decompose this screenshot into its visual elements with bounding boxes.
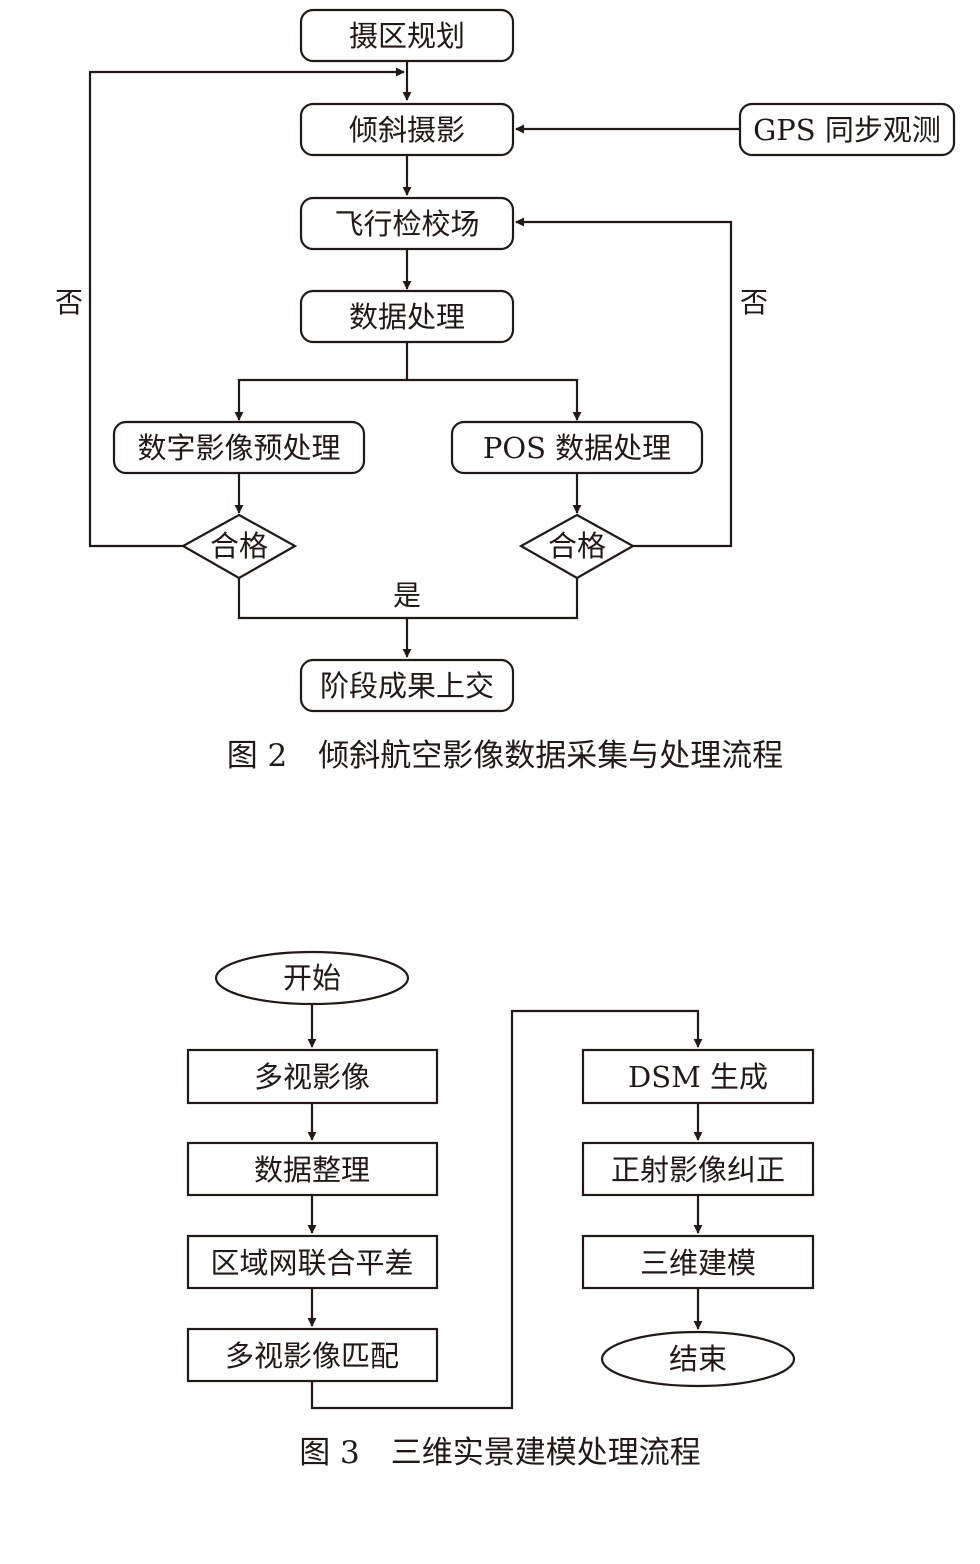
node-digital-preproc: 数字影像预处理 — [112, 420, 366, 475]
node-ortho-label: 正射影像纠正 — [611, 1153, 785, 1187]
label-no-right: 否 — [740, 286, 768, 319]
node-oblique-photo-label: 倾斜摄影 — [349, 113, 465, 147]
label-no-left: 否 — [55, 286, 83, 319]
node-start: 开始 — [214, 950, 410, 1006]
node-submit: 阶段成果上交 — [299, 658, 515, 713]
node-block-adjust: 区域网联合平差 — [186, 1234, 439, 1290]
decision-qualified-left: 合格 — [180, 513, 298, 580]
node-oblique-photo: 倾斜摄影 — [299, 102, 515, 157]
fig2-connectors — [88, 62, 740, 658]
node-gps-obs: GPS 同步观测 — [738, 102, 956, 157]
arrow-split-right — [407, 378, 582, 421]
arrow-split-left — [234, 378, 407, 421]
node-dsm: DSM 生成 — [581, 1048, 815, 1105]
node-pos-proc-label: POS 数据处理 — [483, 431, 671, 465]
figure-3: 开始 多视影像 数据整理 区域网联合平差 多视影像匹配 DSM 生成 正射影像纠… — [186, 950, 815, 1471]
node-submit-label: 阶段成果上交 — [320, 669, 494, 703]
decision-qualified-right-label: 合格 — [548, 529, 606, 563]
figure-3-caption: 图 3 三维实景建模处理流程 — [299, 1435, 701, 1471]
node-data-sort: 数据整理 — [186, 1141, 439, 1197]
node-pos-proc: POS 数据处理 — [450, 420, 704, 475]
arrow-no-left-loop — [88, 67, 405, 548]
arrow-no-right-loop — [515, 217, 733, 548]
node-model3d: 三维建模 — [581, 1234, 815, 1290]
figure-2: 摄区规划 倾斜摄影 GPS 同步观测 飞行检校场 数据处理 数字影像预处理 PO… — [55, 8, 956, 774]
node-multi-match: 多视影像匹配 — [186, 1327, 439, 1383]
node-flight-calib: 飞行检校场 — [299, 196, 515, 251]
node-ortho: 正射影像纠正 — [581, 1141, 815, 1197]
node-block-adjust-label: 区域网联合平差 — [210, 1246, 413, 1280]
node-end: 结束 — [600, 1330, 796, 1388]
node-data-proc: 数据处理 — [299, 289, 515, 344]
figure-2-caption: 图 2 倾斜航空影像数据采集与处理流程 — [227, 738, 784, 774]
node-dsm-label: DSM 生成 — [628, 1060, 768, 1094]
node-multi-match-label: 多视影像匹配 — [225, 1339, 399, 1373]
node-zone-planning: 摄区规划 — [299, 8, 515, 63]
node-multi-view: 多视影像 — [186, 1048, 439, 1105]
node-model3d-label: 三维建模 — [640, 1246, 756, 1280]
node-gps-obs-label: GPS 同步观测 — [753, 113, 941, 147]
node-multi-view-label: 多视影像 — [254, 1060, 370, 1094]
node-end-label: 结束 — [669, 1342, 727, 1376]
arrow-match-to-dsm — [310, 1009, 703, 1410]
node-zone-planning-label: 摄区规划 — [349, 19, 465, 53]
decision-qualified-right: 合格 — [518, 513, 636, 580]
node-data-proc-label: 数据处理 — [349, 300, 465, 334]
node-start-label: 开始 — [283, 961, 341, 995]
node-digital-preproc-label: 数字影像预处理 — [137, 431, 340, 465]
decision-qualified-left-label: 合格 — [210, 529, 268, 563]
fig3-connectors — [307, 1004, 703, 1410]
node-flight-calib-label: 飞行检校场 — [334, 207, 479, 241]
node-data-sort-label: 数据整理 — [254, 1153, 370, 1187]
label-yes: 是 — [393, 579, 421, 612]
